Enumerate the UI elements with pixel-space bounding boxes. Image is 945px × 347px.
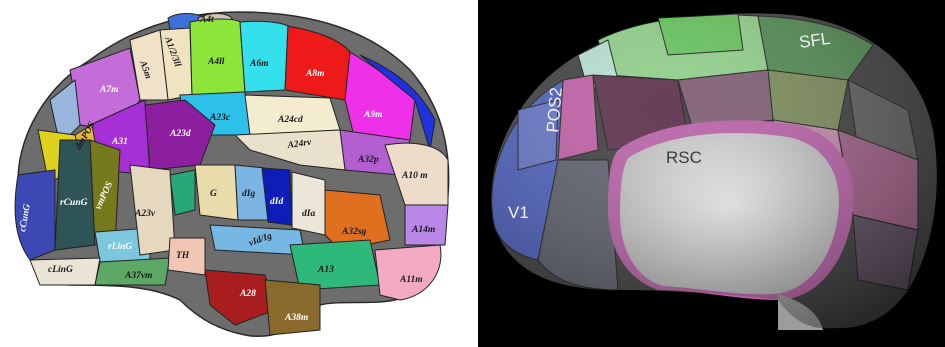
region-green-small (170, 170, 195, 215)
region-a11m (375, 245, 441, 300)
label-g: G (210, 189, 217, 199)
label-a10m: A10 m (401, 171, 428, 181)
label-a4ll: A4ll (207, 57, 225, 67)
label-rsc: RSC (666, 148, 702, 167)
label-a32p: A32p (357, 155, 379, 165)
surface-panel: SFL POS2 RSC V1 (478, 0, 945, 347)
label-a6m: A6m (249, 59, 268, 69)
label-a7m: A7m (99, 85, 118, 95)
label-pos2: POS2 (543, 87, 566, 134)
region-a38m (265, 280, 320, 335)
surface-shading (491, 13, 937, 328)
label-a23v: A23v (134, 209, 156, 219)
label-a4t: A4t (199, 15, 214, 25)
atlas-panel: A4t A1/2/3ll A5m A4ll A6m A8m A7m A9m A2… (0, 0, 470, 347)
medial-atlas-diagram: A4t A1/2/3ll A5m A4ll A6m A8m A7m A9m A2… (0, 0, 470, 347)
label-a37vm: A37vm (124, 271, 152, 281)
label-a24cd: A24cd (277, 115, 303, 125)
label-a32sg: A32sg (341, 227, 367, 237)
label-rling: rLinG (108, 242, 132, 252)
label-a9m: A9m (363, 110, 382, 120)
label-a8m: A8m (305, 69, 324, 79)
label-a13: A13 (317, 265, 334, 275)
label-rcung: rCunG (60, 198, 88, 208)
label-a14m: A14m (411, 225, 435, 235)
region-a13 (290, 240, 380, 290)
label-a31: A31 (111, 137, 128, 147)
label-th: TH (176, 251, 190, 261)
inflated-surface-diagram: SFL POS2 RSC V1 (478, 0, 945, 347)
label-cling: cLinG (48, 265, 73, 275)
region-a6m (240, 21, 288, 92)
label-dla: dIa (302, 209, 315, 219)
label-a23d: A23d (169, 129, 191, 139)
label-v1: V1 (508, 203, 529, 222)
label-dld: dId (270, 197, 283, 207)
label-a38m: A38m (284, 313, 308, 323)
label-a23c: A23c (209, 113, 231, 123)
label-a11m: A11m (399, 275, 423, 285)
region-dla (292, 172, 325, 235)
region-rcung (55, 140, 95, 250)
label-a28: A28 (239, 289, 256, 299)
label-dlg: dIg (242, 189, 255, 199)
